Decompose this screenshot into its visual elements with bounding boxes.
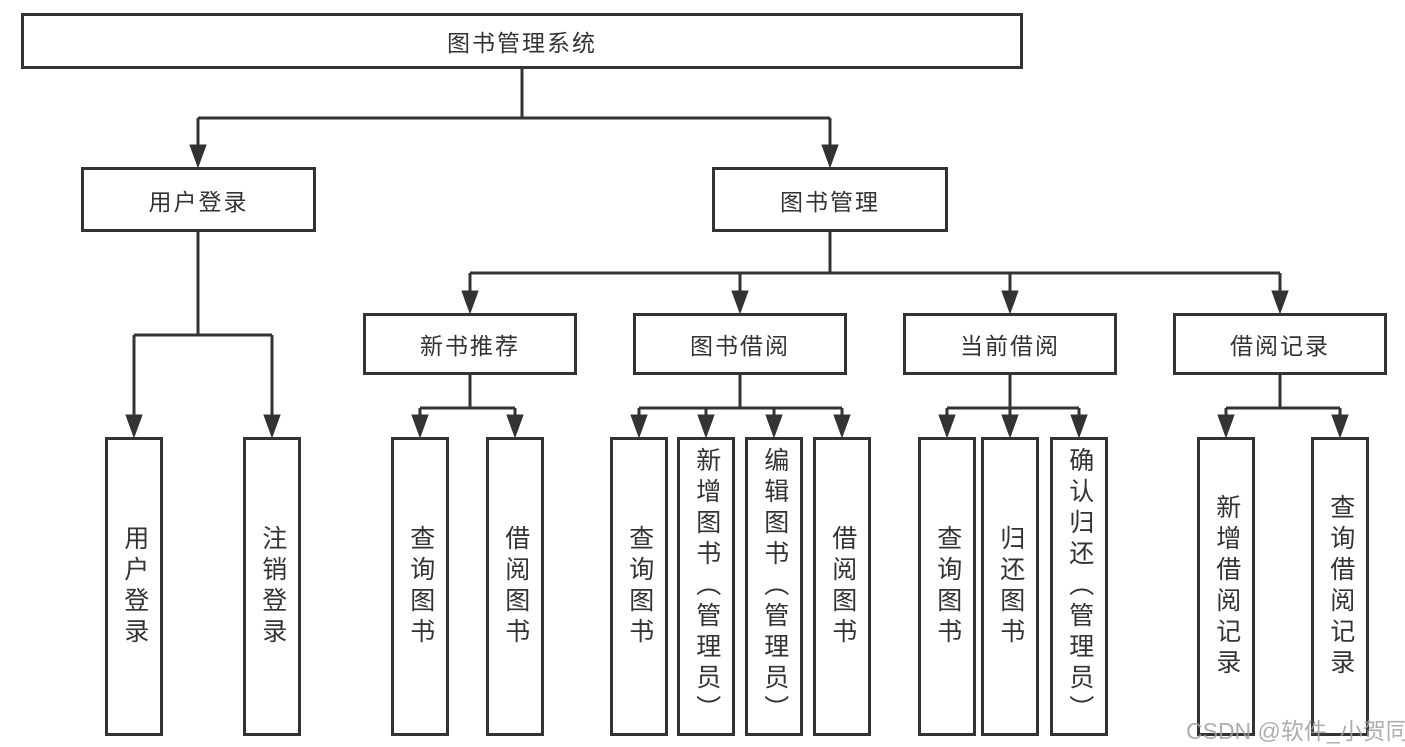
node-borrowing-records: 借阅记录	[1173, 313, 1387, 375]
node-label: 借阅记录	[1230, 333, 1330, 359]
node-new-book-recommendation: 新书推荐	[363, 313, 577, 375]
leaf-logout: 注销登录	[243, 437, 301, 736]
connector-user-login-to-leaves	[125, 232, 281, 439]
node-label: 借阅图书	[501, 524, 530, 649]
leaf-confirm-return-admin: 确认归还（管理员）	[1050, 437, 1108, 736]
leaf-query-books-current: 查询图书	[918, 437, 976, 736]
node-label: 归还图书	[996, 524, 1025, 649]
node-label: 查询图书	[625, 524, 654, 649]
node-user-login: 用户登录	[81, 167, 316, 232]
node-label: 查询图书	[406, 524, 435, 649]
node-label: 查询图书	[933, 524, 962, 649]
node-book-borrowing: 图书借阅	[633, 313, 847, 375]
connector-borrowing-records-to-leaves	[1217, 375, 1349, 439]
node-label: 当前借阅	[960, 333, 1060, 359]
node-label: 图书管理系统	[447, 30, 597, 56]
watermark-csdn: CSDN @软件_小贺同学	[1186, 718, 1405, 744]
node-label: 新书推荐	[420, 333, 520, 359]
node-label: 注销登录	[258, 524, 287, 649]
node-label: 新增图书（管理员）	[692, 447, 721, 726]
node-label: 新增借阅记录	[1212, 493, 1241, 680]
node-label: 确认归还（管理员）	[1065, 447, 1094, 726]
leaf-query-books-borrowing: 查询图书	[610, 437, 668, 736]
leaf-return-books: 归还图书	[981, 437, 1039, 736]
connector-current-borrowing-to-leaves	[938, 375, 1088, 439]
node-label: 用户登录	[120, 524, 149, 649]
node-label: 编辑图书（管理员）	[760, 447, 789, 726]
node-label: 查询借阅记录	[1326, 493, 1355, 680]
leaf-user-login: 用户登录	[105, 437, 163, 736]
node-label: 图书借阅	[690, 333, 790, 359]
leaf-query-books-recommend: 查询图书	[391, 437, 449, 736]
connector-root-to-level2	[189, 69, 839, 169]
node-label: 借阅图书	[828, 524, 857, 649]
leaf-borrow-books-recommend: 借阅图书	[486, 437, 544, 736]
node-book-management: 图书管理	[712, 167, 948, 232]
connector-new-book-to-leaves	[411, 375, 524, 439]
leaf-edit-books-admin: 编辑图书（管理员）	[745, 437, 803, 736]
connector-book-borrowing-to-leaves	[630, 375, 851, 439]
leaf-add-books-admin: 新增图书（管理员）	[677, 437, 735, 736]
node-library-management-system: 图书管理系统	[21, 13, 1023, 69]
leaf-query-borrow-record: 查询借阅记录	[1311, 437, 1369, 736]
node-current-borrowing: 当前借阅	[903, 313, 1117, 375]
leaf-add-borrow-record: 新增借阅记录	[1197, 437, 1255, 736]
node-label: 用户登录	[148, 188, 249, 215]
connector-book-management-to-level3	[461, 232, 1289, 315]
leaf-borrow-books-borrowing: 借阅图书	[813, 437, 871, 736]
node-label: 图书管理	[780, 188, 880, 215]
